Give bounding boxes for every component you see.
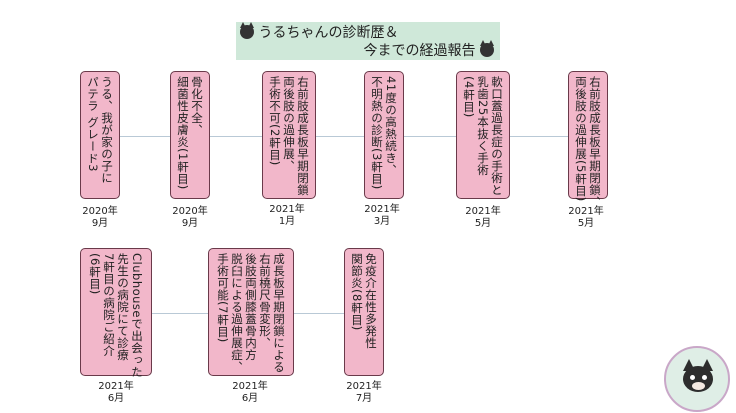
timeline-card: 成長板早期閉鎖による 右前橈尺骨変形、 後肢両側膝蓋骨内方 脱臼による過伸展症、… xyxy=(208,248,294,376)
timeline-card: Clubhouseで出会った 先生の病院にて診療 7軒目の病院ご紹介 (6軒目) xyxy=(80,248,152,378)
timeline-card: うる、我が家の子に パテラ グレード3 xyxy=(80,71,120,199)
timeline-date: 2021年 7月 xyxy=(346,381,382,404)
dog-face-icon xyxy=(240,22,254,39)
timeline-card: 骨化不全、 細菌性皮膚炎(1軒目) xyxy=(170,71,210,199)
card-text: 成長板早期閉鎖による 右前橈尺骨変形、 後肢両側膝蓋骨内方 脱臼による過伸展症、… xyxy=(216,253,286,373)
timeline-connector-row1 xyxy=(86,136,606,137)
card-text: 骨化不全、 細菌性皮膚炎(1軒目) xyxy=(176,76,204,190)
timeline-card: 右前肢成長板早期閉鎖、 両後肢の過伸展(5軒目) xyxy=(568,71,608,208)
card-text: 軟口蓋過長症の手術と 乳歯25本抜く手術 (4軒目) xyxy=(462,76,504,196)
timeline-date: 2021年 6月 xyxy=(98,381,134,404)
dog-mascot-badge xyxy=(664,346,730,412)
title-line-1: うるちゃんの診断歴＆ xyxy=(258,25,399,41)
card-text: うる、我が家の子に パテラ グレード3 xyxy=(86,76,114,184)
timeline-date: 2021年 5月 xyxy=(568,206,604,229)
card-text: 41度の高熱続き、 不明熱の診断(3軒目) xyxy=(370,76,398,190)
timeline-card: 免疫介在性多発性 関節炎(8軒目) xyxy=(344,248,384,376)
title-line-2: 今までの経過報告 xyxy=(363,43,476,59)
title-banner: うるちゃんの診断歴＆ 今までの経過報告 xyxy=(236,22,500,60)
card-text: 右前肢成長板早期閉鎖、 両後肢の過伸展(5軒目) xyxy=(574,76,602,208)
card-text: 免疫介在性多発性 関節炎(8軒目) xyxy=(350,253,378,349)
card-text: Clubhouseで出会った 先生の病院にて診療 7軒目の病院ご紹介 (6軒目) xyxy=(88,253,144,378)
timeline-date: 2020年 9月 xyxy=(82,206,118,229)
timeline-date: 2020年 9月 xyxy=(172,206,208,229)
timeline-date: 2021年 5月 xyxy=(465,206,501,229)
card-text: 右前肢成長板早期閉鎖 両後肢の過伸展、 手術不可(2軒目) xyxy=(268,76,310,196)
timeline-card: 41度の高熱続き、 不明熱の診断(3軒目) xyxy=(364,71,404,199)
timeline-date: 2021年 3月 xyxy=(364,204,400,227)
timeline-card: 軟口蓋過長症の手術と 乳歯25本抜く手術 (4軒目) xyxy=(456,71,510,199)
timeline-date: 2021年 1月 xyxy=(269,204,305,227)
timeline-date: 2021年 6月 xyxy=(232,381,268,404)
dog-face-icon xyxy=(480,40,494,57)
timeline-card: 右前肢成長板早期閉鎖 両後肢の過伸展、 手術不可(2軒目) xyxy=(262,71,316,199)
